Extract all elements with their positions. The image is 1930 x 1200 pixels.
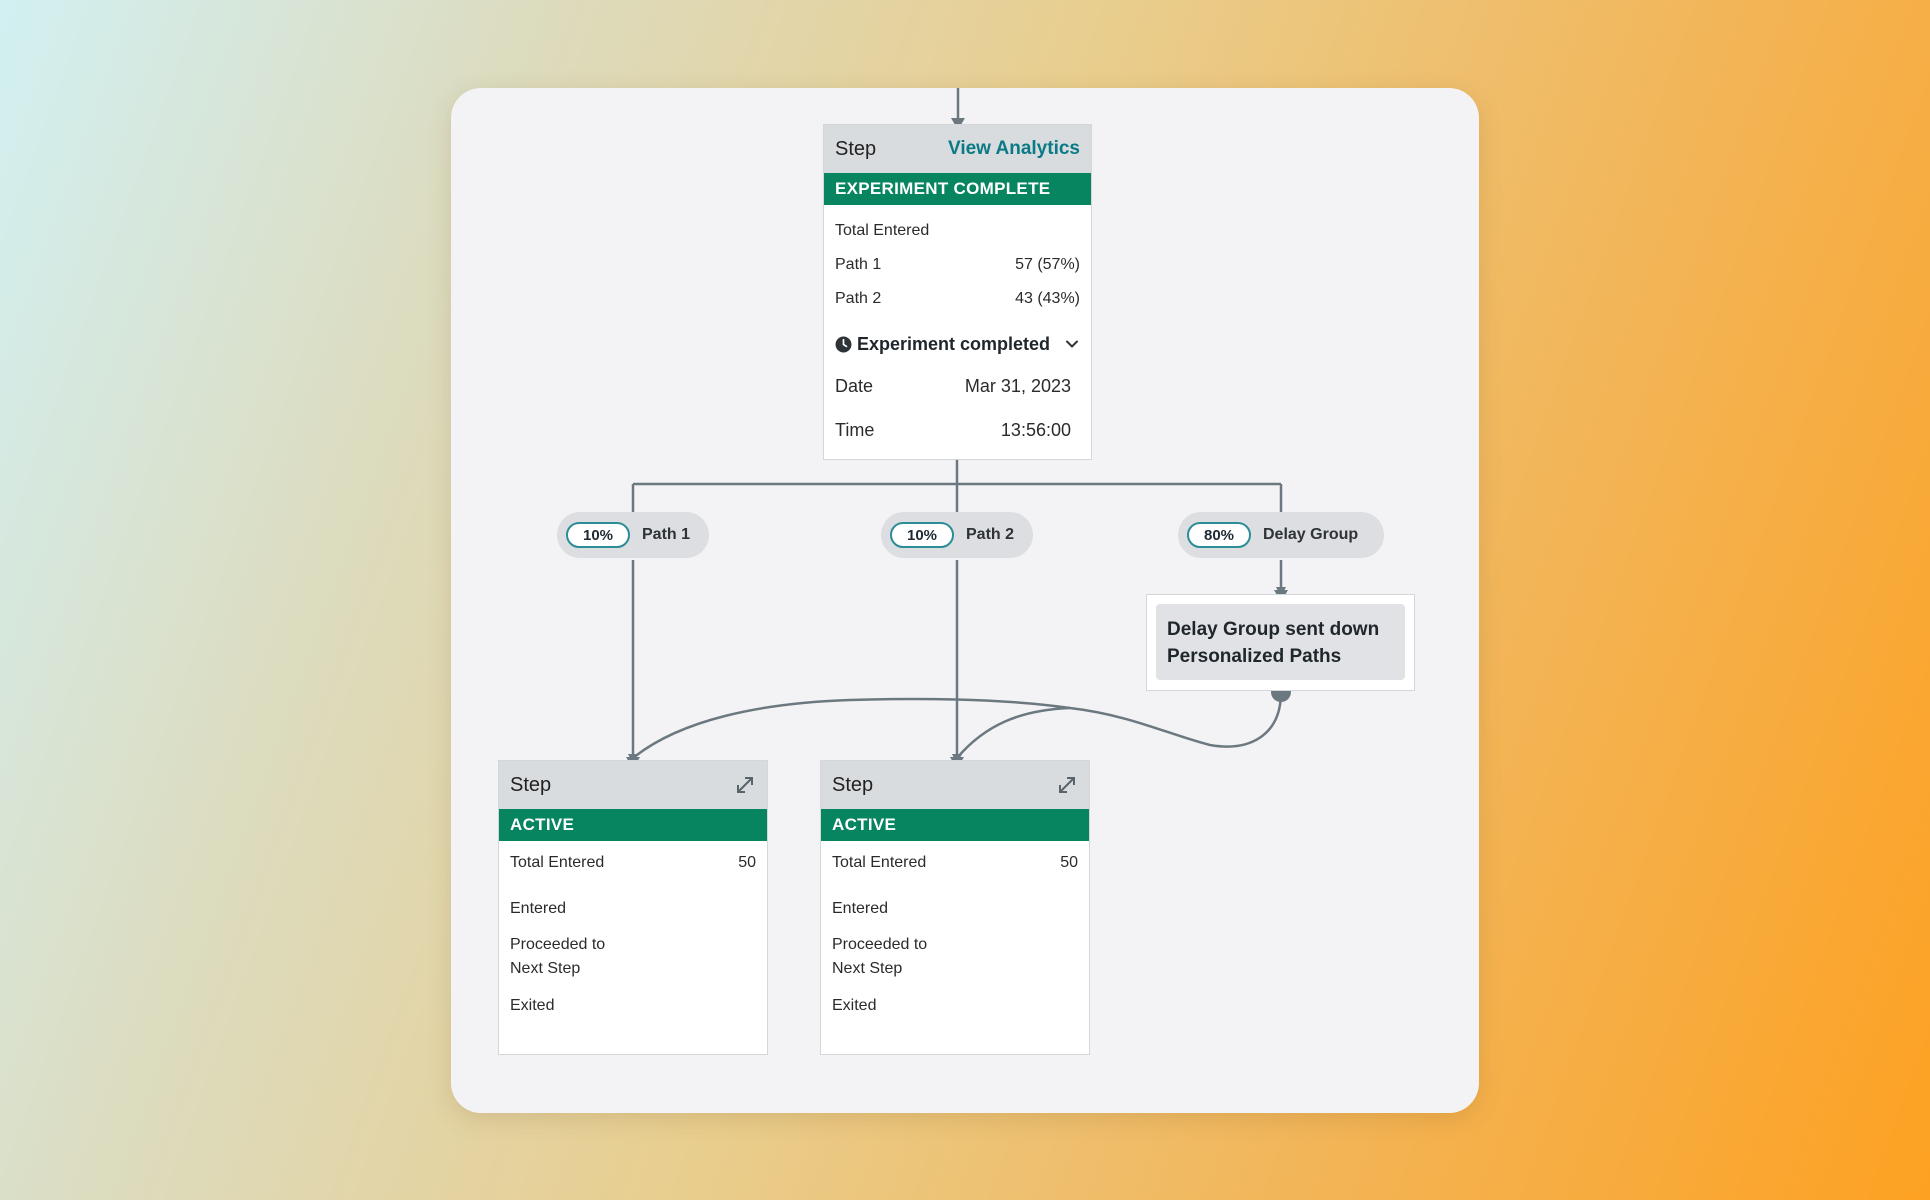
expand-icon[interactable] [1056, 774, 1078, 796]
total-entered-value: 50 [1060, 854, 1078, 871]
step-title: Step [510, 773, 552, 796]
delay-group-node[interactable]: Delay Group sent down Personalized Paths [1146, 594, 1415, 691]
exited-row: Exited [499, 981, 767, 1031]
total-entered-row: Total Entered 50 [499, 841, 767, 885]
date-value: Mar 31, 2023 [964, 375, 1071, 396]
exited-label: Exited [510, 997, 555, 1014]
delay-group-line-1: Delay Group sent down [1167, 619, 1380, 640]
exited-row: Exited [821, 981, 1089, 1031]
proceeded-line-1: Proceeded to [832, 936, 928, 953]
proceeded-row: Proceeded to Next Step [821, 933, 1089, 981]
proceeded-line-2: Next Step [832, 960, 903, 977]
path-2-value: 43 (43%) [1015, 290, 1080, 307]
chevron-down-icon[interactable] [1064, 336, 1080, 352]
branch-percent: 10% [566, 522, 630, 548]
total-entered-label: Total Entered [510, 854, 605, 871]
branch-label: Path 2 [966, 526, 1015, 543]
branch-percent: 80% [1187, 522, 1251, 548]
step-title: Step [832, 773, 874, 796]
entered-label: Entered [832, 900, 889, 917]
delay-group-message: Delay Group sent down Personalized Paths [1156, 604, 1405, 680]
expand-icon[interactable] [734, 774, 756, 796]
card-header: Step [499, 761, 767, 809]
experiment-completed-label: Experiment completed [857, 333, 1051, 354]
total-entered-label: Total Entered [835, 222, 930, 239]
branch-label: Path 1 [642, 526, 691, 543]
branch-pill-delay-group[interactable]: 80% Delay Group [1178, 512, 1384, 558]
status-banner: EXPERIMENT COMPLETE [824, 173, 1091, 205]
experiment-completed-toggle[interactable]: Experiment completed [824, 324, 1091, 364]
entered-row: Entered [821, 885, 1089, 933]
date-label: Date [835, 375, 874, 396]
delay-group-line-2: Personalized Paths [1167, 646, 1342, 667]
path-1-label: Path 1 [835, 256, 882, 273]
proceeded-line-1: Proceeded to [510, 936, 606, 953]
branch-label: Delay Group [1263, 526, 1359, 543]
entered-label: Entered [510, 900, 567, 917]
time-value: 13:56:00 [1000, 419, 1071, 440]
entered-row: Entered [499, 885, 767, 933]
proceeded-row: Proceeded to Next Step [499, 933, 767, 981]
view-analytics-link[interactable]: View Analytics [947, 138, 1080, 159]
time-label: Time [835, 419, 875, 440]
total-entered-value: 50 [738, 854, 756, 871]
total-entered-row: Total Entered [824, 222, 1091, 256]
step-title: Step [835, 137, 877, 160]
exited-label: Exited [832, 997, 877, 1014]
branch-pill-path-1[interactable]: 10% Path 1 [557, 512, 709, 558]
experiment-step-card[interactable]: Step View Analytics EXPERIMENT COMPLETE … [823, 124, 1092, 460]
proceeded-line-2: Next Step [510, 960, 581, 977]
path-2-row: Path 2 43 (43%) [824, 290, 1091, 324]
status-banner: ACTIVE [499, 809, 767, 841]
path-1-value: 57 (57%) [1015, 256, 1080, 273]
total-entered-row: Total Entered 50 [821, 841, 1089, 885]
time-row: Time 13:56:00 [824, 408, 1091, 452]
branch-pill-path-2[interactable]: 10% Path 2 [881, 512, 1033, 558]
status-banner: ACTIVE [821, 809, 1089, 841]
path-2-label: Path 2 [835, 290, 882, 307]
step-card-path-1[interactable]: Step ACTIVE Total Entered 50 Entered Pro… [498, 760, 768, 1055]
branch-percent: 10% [890, 522, 954, 548]
date-row: Date Mar 31, 2023 [824, 364, 1091, 408]
step-card-path-2[interactable]: Step ACTIVE Total Entered 50 Entered Pro… [820, 760, 1090, 1055]
card-header: Step View Analytics [824, 125, 1091, 173]
path-1-row: Path 1 57 (57%) [824, 256, 1091, 290]
clock-icon [835, 336, 852, 352]
total-entered-label: Total Entered [832, 854, 927, 871]
card-header: Step [821, 761, 1089, 809]
